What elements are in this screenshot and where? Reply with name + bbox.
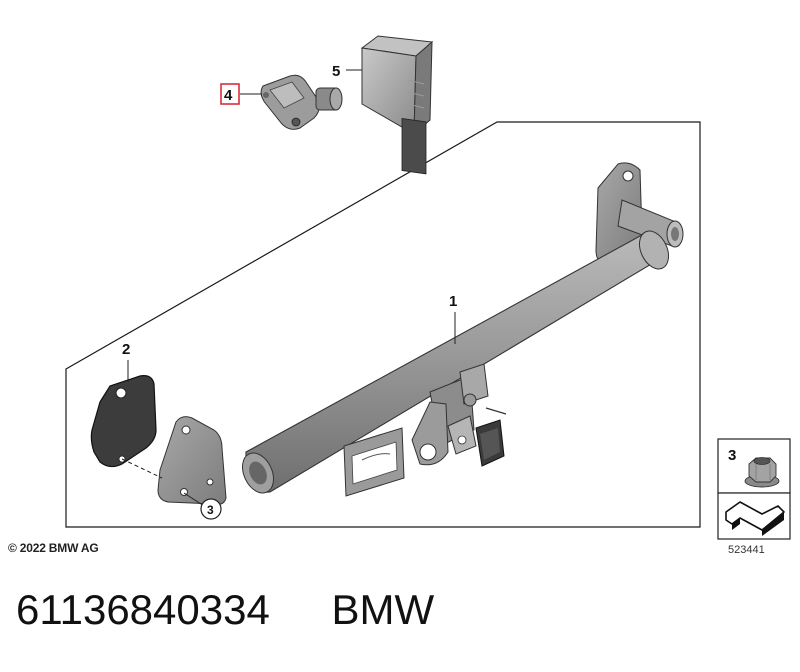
part-number: 61136840334 <box>16 586 270 633</box>
legend-box: 3 <box>717 438 791 540</box>
sensor-part[interactable] <box>260 74 343 130</box>
copyright-text: © 2022 BMW AG <box>8 541 99 555</box>
callout-4-highlight[interactable] <box>220 83 240 105</box>
callout-3[interactable]: 3 <box>207 503 214 517</box>
cover-plate-part[interactable] <box>90 375 157 468</box>
callout-3-circle[interactable] <box>200 498 222 520</box>
bracket-symbol-icon <box>725 501 785 536</box>
nut-icon[interactable] <box>744 457 780 488</box>
control-unit-part[interactable] <box>360 35 434 175</box>
leader-line <box>183 492 205 507</box>
callout-5[interactable]: 5 <box>332 63 340 80</box>
brand-name: BMW <box>331 586 435 633</box>
parts-diagram: 4 5 <box>65 35 791 540</box>
dashed-guide-line <box>121 458 163 479</box>
callout-4[interactable]: 4 <box>224 87 233 104</box>
tow-bar-part[interactable] <box>157 162 684 505</box>
legend-nut-number: 3 <box>728 447 736 464</box>
callout-1[interactable]: 1 <box>449 293 457 310</box>
image-number: 523441 <box>728 544 765 556</box>
footer: 61136840334 BMW <box>16 586 434 634</box>
callout-2[interactable]: 2 <box>122 341 130 358</box>
